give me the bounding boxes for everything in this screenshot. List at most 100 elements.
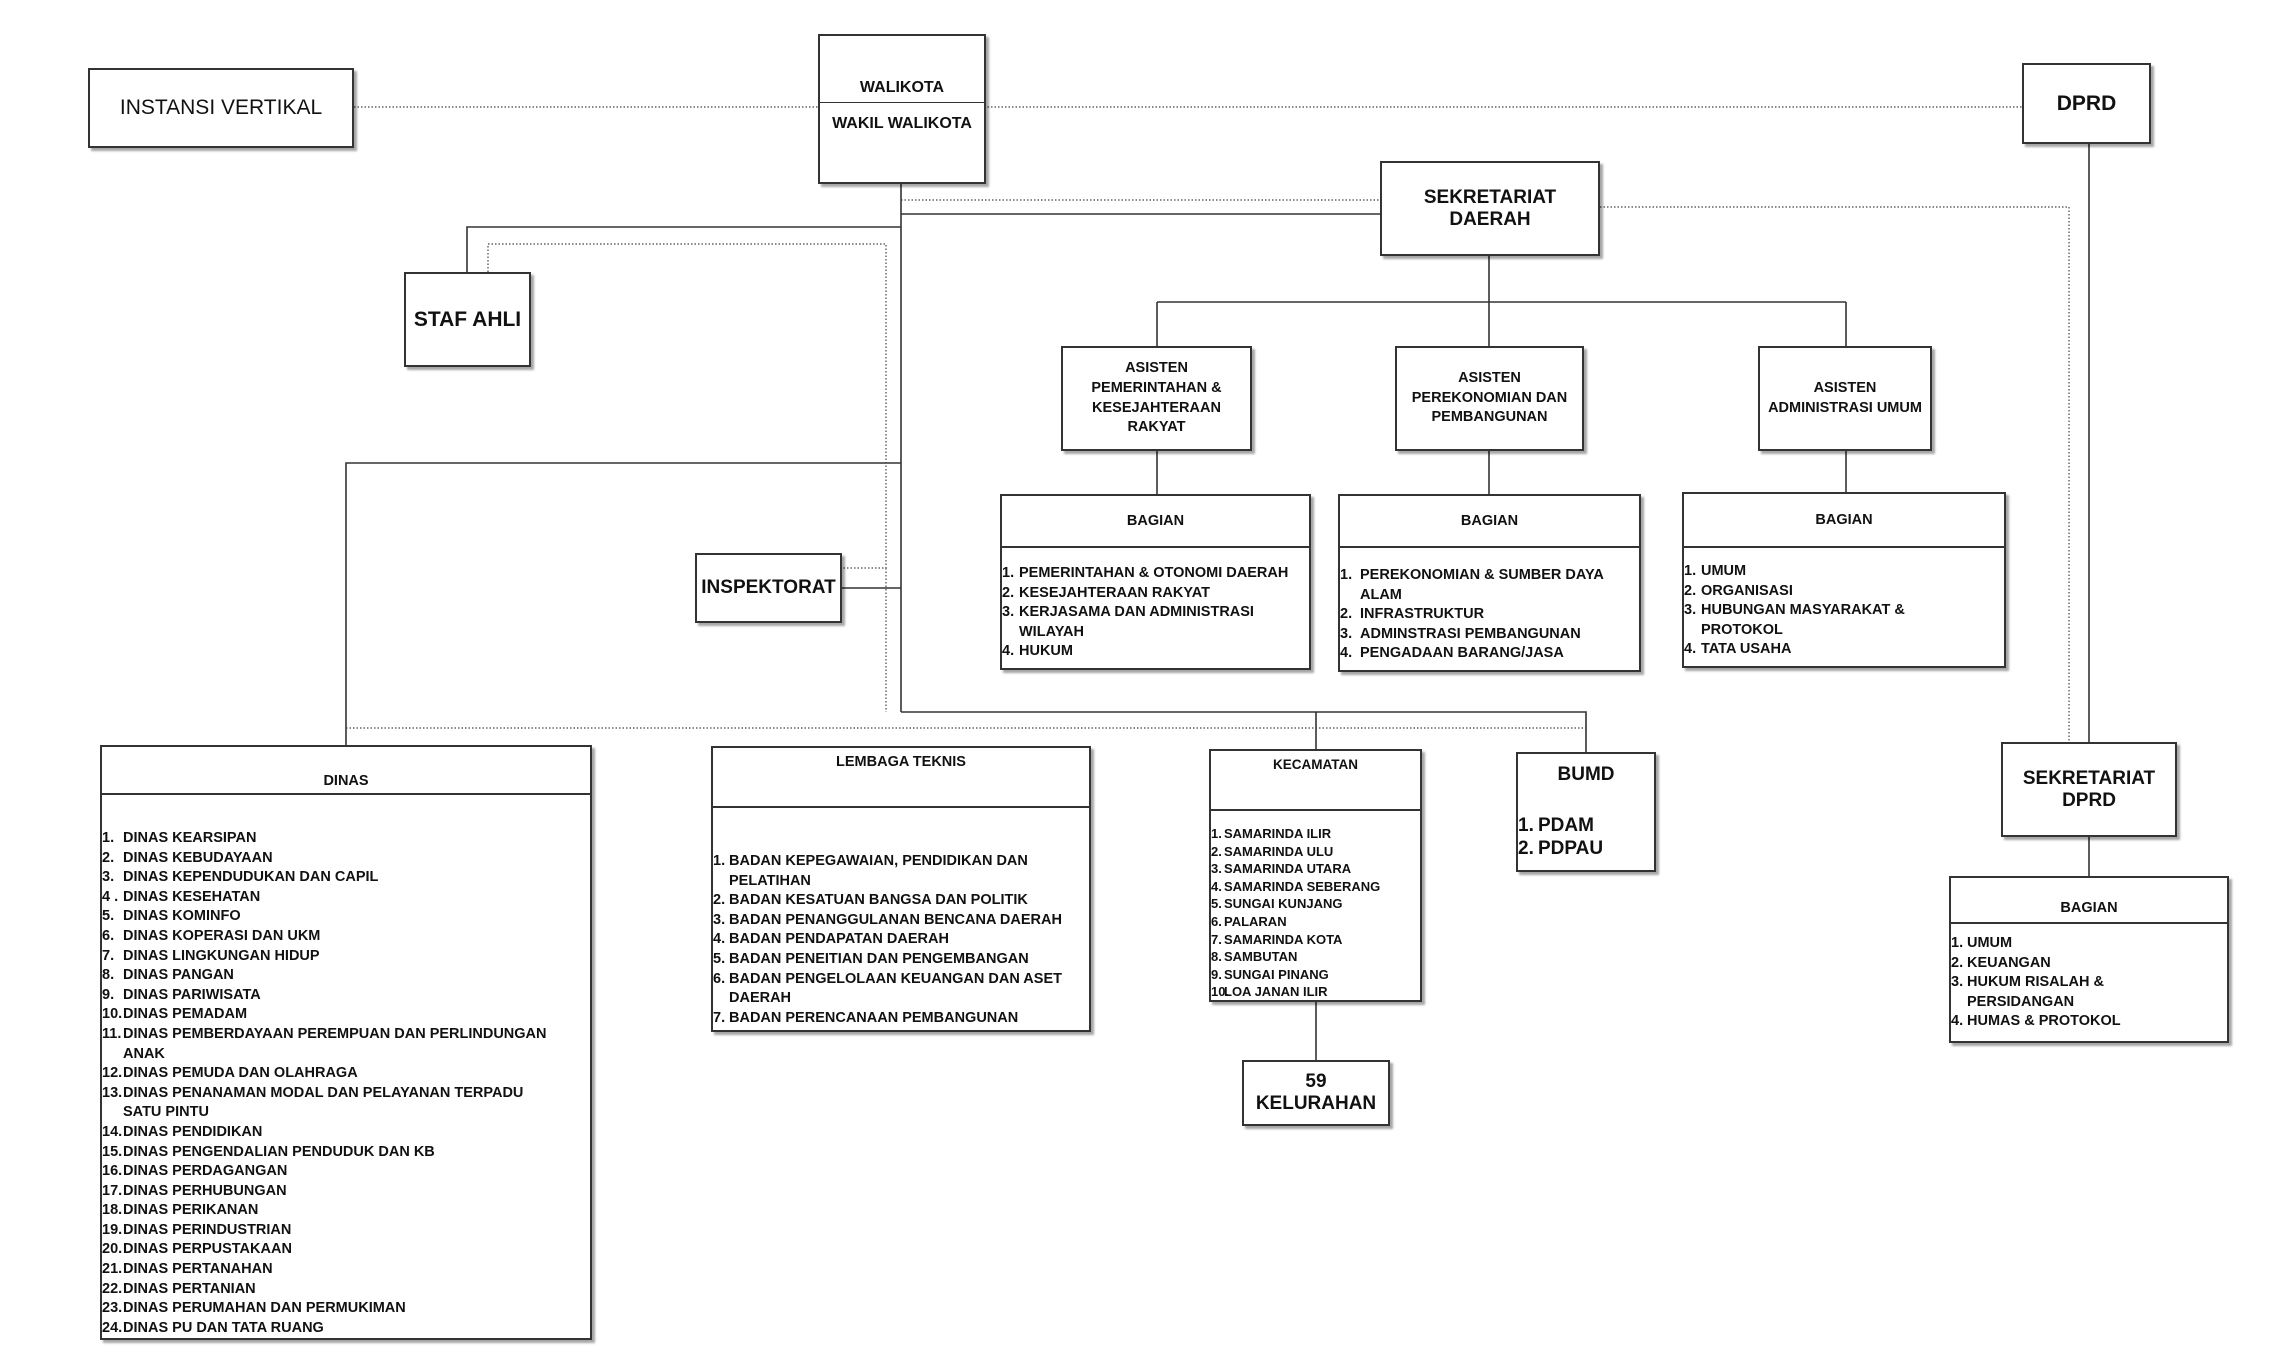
list-item-text: ORGANISASI (1701, 582, 1793, 599)
list-item: 3.DINAS KEPENDUDUKAN DAN CAPIL (102, 868, 590, 888)
list-item: 6.PALARAN (1211, 913, 1420, 931)
list-item-number: 4 . (102, 888, 119, 905)
list-item-text: SAMARINDA UTARA (1224, 861, 1352, 877)
list-item: 21.DINAS PERTANAHAN (102, 1260, 590, 1280)
connector (901, 711, 1587, 752)
sekretariat-daerah-label: SEKRETARIAT DAERAH (1423, 186, 1557, 230)
list-item-number: 7. (713, 1009, 726, 1026)
list-item-number: 23. (102, 1300, 123, 1317)
list-item: 8.SAMBUTAN (1211, 948, 1420, 966)
list-item-number: 2. (1340, 606, 1353, 623)
list-item-number: 1. (1684, 563, 1697, 579)
list-item-number: 24. (102, 1319, 123, 1336)
list-item: 1.UMUM (1684, 562, 2004, 582)
list-item-text: HUKUM RISALAH & PERSIDANGAN (1967, 974, 2104, 1010)
list-item-text: DINAS KOPERASI DAN UKM (123, 927, 321, 944)
list-item-text: DINAS PENDIDIKAN (123, 1123, 263, 1140)
list-item: 7.BADAN PERENCANAAN PEMBANGUNAN (713, 1009, 1089, 1029)
list-item: 9.DINAS PARIWISATA (102, 986, 590, 1006)
list-item: 4.TATA USAHA (1684, 640, 2004, 660)
list-item-text: DINAS LINGKUNGAN HIDUP (123, 947, 320, 964)
list-item-number: 4. (1951, 1013, 1964, 1030)
list-item: 2.BADAN KESATUAN BANGSA DAN POLITIK (713, 891, 1089, 911)
list-item: 2.DINAS KEBUDAYAAN (102, 849, 590, 869)
wakil-walikota-label: WAKIL WALIKOTA (832, 115, 972, 132)
list-item-text: DINAS KEARSIPAN (123, 830, 257, 846)
asisten-perekonomian-box: ASISTEN PEREKONOMIAN DAN PEMBANGUNAN (1395, 346, 1584, 451)
list-item-number: 6. (713, 970, 726, 987)
list-item: 2.SAMARINDA ULU (1211, 843, 1420, 861)
list-item-text: BADAN KESATUAN BANGSA DAN POLITIK (729, 892, 1028, 909)
list-item-number: 4. (1684, 641, 1697, 658)
list-item-number: 4. (1002, 643, 1015, 660)
connector (345, 462, 901, 745)
list-item-number: 2. (1002, 584, 1015, 601)
list-item: 14.DINAS PENDIDIKAN (102, 1123, 590, 1143)
list-item-number: 4. (1211, 878, 1222, 894)
list-item-number: 2. (102, 849, 115, 866)
list-item-text: SAMARINDA ILIR (1224, 826, 1332, 841)
list-item-text: BADAN PENDAPATAN DAERAH (729, 931, 949, 948)
lembaga-teknis-box: LEMBAGA TEKNIS 1.BADAN KEPEGAWAIAN, PEND… (711, 746, 1091, 1032)
list-item: 6.DINAS KOPERASI DAN UKM (102, 927, 590, 947)
list-item-text: DINAS PERTANAHAN (123, 1261, 273, 1278)
list-item-number: 16. (102, 1163, 123, 1180)
list-item-text: PENGADAAN BARANG/JASA (1360, 645, 1564, 662)
list-item-number: 22. (102, 1280, 123, 1297)
list-item-number: 21. (102, 1261, 123, 1278)
list-item-text: DINAS PERDAGANGAN (123, 1163, 288, 1180)
list-item-number: 1. (102, 830, 115, 846)
list-item-number: 1. (1518, 815, 1534, 836)
sekretariat-dprd-label: SEKRETARIAT DPRD (2022, 767, 2156, 811)
asisten-pemerintahan-box: ASISTEN PEMERINTAHAN & KESEJAHTERAAN RAK… (1061, 346, 1252, 451)
sekretariat-daerah-box: SEKRETARIAT DAERAH (1380, 161, 1600, 256)
list-item: 7.SAMARINDA KOTA (1211, 931, 1420, 949)
list-item: 4.BADAN PENDAPATAN DAERAH (713, 930, 1089, 950)
connector (466, 226, 901, 272)
list-item-number: 5. (713, 950, 726, 967)
list-item-text: BADAN PENGELOLAAN KEUANGAN DAN ASET DAER… (729, 970, 1062, 1007)
list-item-text: HUBUNGAN MASYARAKAT & PROTOKOL (1701, 602, 1905, 638)
list-item-number: 4. (713, 931, 726, 948)
bagian-title: BAGIAN (1684, 494, 2004, 548)
list-item-text: BADAN PENEITIAN DAN PENGEMBANGAN (729, 950, 1029, 967)
list-item: 5.DINAS KOMINFO (102, 907, 590, 927)
list-item-text: DINAS PERINDUSTRIAN (123, 1221, 292, 1238)
instansi-vertikal-box: INSTANSI VERTIKAL (88, 68, 354, 148)
list-item: 15.DINAS PENGENDALIAN PENDUDUK DAN KB (102, 1143, 590, 1163)
list-item-number: 12. (102, 1065, 123, 1082)
list-item-number: 19. (102, 1221, 123, 1238)
list-item-text: DINAS KEPENDUDUKAN DAN CAPIL (123, 869, 379, 886)
list-item: 11.DINAS PEMBERDAYAAN PEREMPUAN DAN PERL… (102, 1025, 590, 1064)
list-item-text: DINAS PERTANIAN (123, 1280, 256, 1297)
asisten-title: ASISTEN ADMINISTRASI UMUM (1768, 379, 1922, 416)
list-item: 7.DINAS LINGKUNGAN HIDUP (102, 947, 590, 967)
kelurahan-label: 59 KELURAHAN (1255, 1071, 1377, 1114)
list-item-number: 1. (713, 853, 726, 869)
list-item-number: 8. (102, 967, 115, 984)
list-item-number: 3. (1340, 625, 1353, 642)
list-item: 3.HUKUM RISALAH & PERSIDANGAN (1951, 973, 2227, 1012)
asisten-title: ASISTEN PEREKONOMIAN DAN PEMBANGUNAN (1411, 370, 1568, 426)
dinas-title: DINAS (102, 747, 590, 795)
list-item-number: 1. (1211, 826, 1222, 841)
list-item: 1.SAMARINDA ILIR (1211, 825, 1420, 843)
lembaga-teknis-list: 1.BADAN KEPEGAWAIAN, PENDIDIKAN DAN PELA… (713, 852, 1089, 1028)
list-item: 2.PDPAU (1518, 837, 1654, 860)
list-item-text: SUNGAI PINANG (1224, 966, 1329, 982)
lembaga-teknis-title: LEMBAGA TEKNIS (713, 748, 1089, 808)
instansi-vertikal-label: INSTANSI VERTIKAL (119, 96, 323, 119)
list-item: 4.SAMARINDA SEBERANG (1211, 878, 1420, 896)
asisten-administrasi-box: ASISTEN ADMINISTRASI UMUM (1758, 346, 1932, 451)
list-item-number: 6. (1211, 913, 1222, 929)
list-item: 4 .DINAS KESEHATAN (102, 888, 590, 908)
list-item-text: DINAS PERIKANAN (123, 1202, 259, 1219)
bagian-perekonomian-box: BAGIAN 1.PEREKONOMIAN & SUMBER DAYA ALAM… (1338, 494, 1641, 672)
list-item-text: HUKUM (1019, 643, 1073, 660)
